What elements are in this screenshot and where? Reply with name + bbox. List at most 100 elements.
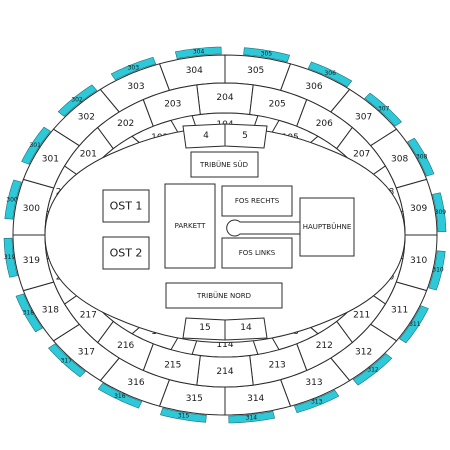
upper-ring-band-307[interactable] — [364, 92, 402, 127]
section-label-315: 315 — [186, 394, 203, 404]
section-label-312: 312 — [355, 347, 372, 357]
section-label-311: 311 — [391, 305, 408, 315]
upper-ring-band-309[interactable] — [432, 192, 447, 233]
section-label-5: 5 — [242, 131, 248, 141]
ost1-label: OST 1 — [110, 200, 143, 213]
section-label-207: 207 — [353, 150, 370, 160]
band-label-306: 306 — [324, 70, 336, 77]
section-label-304: 304 — [186, 66, 203, 76]
section-label-300: 300 — [23, 204, 40, 214]
section-label-301: 301 — [42, 155, 59, 165]
ost2-label: OST 2 — [110, 247, 143, 260]
section-label-114: 114 — [216, 340, 233, 350]
section-label-205: 205 — [269, 100, 286, 110]
section-label-213: 213 — [269, 360, 286, 370]
upper-ring-band-305[interactable] — [243, 47, 290, 63]
upper-ring-band-302[interactable] — [57, 84, 98, 117]
band-label-310: 310 — [432, 267, 444, 274]
upper-ring-band-308[interactable] — [407, 137, 435, 177]
parkett-label: PARKETT — [175, 222, 207, 230]
ost1-block[interactable] — [102, 189, 150, 223]
band-label-308: 308 — [416, 154, 428, 161]
band-label-316: 316 — [114, 393, 126, 400]
upper-ring-band-319[interactable] — [3, 237, 18, 278]
fos-rechts-block[interactable] — [221, 185, 293, 217]
band-label-302: 302 — [71, 97, 83, 104]
fos-rechts-label: FOS RECHTS — [235, 197, 280, 205]
section-label-215: 215 — [164, 360, 181, 370]
section-label-203: 203 — [164, 100, 181, 110]
section-label-211: 211 — [353, 311, 370, 321]
section-label-201: 201 — [80, 150, 97, 160]
band-label-309: 309 — [435, 209, 447, 216]
section-label-318: 318 — [42, 305, 59, 315]
upper-ring-band-301[interactable] — [21, 126, 51, 165]
band-label-305: 305 — [261, 50, 273, 57]
upper-ring-cyan-bands: 305 304 303 302 301 300 319 318 317 316 315 314 313 3… — [3, 46, 447, 424]
parkett-block[interactable] — [164, 183, 216, 269]
section-label-306: 306 — [305, 82, 322, 92]
section-label-212: 212 — [316, 341, 333, 351]
section-label-214: 214 — [216, 367, 233, 377]
arena-floor-outline — [44, 127, 406, 343]
upper-ring-band-306[interactable] — [307, 61, 353, 88]
section-label-15: 15 — [199, 323, 210, 333]
band-label-317: 317 — [61, 357, 73, 364]
hauptbuehne-block[interactable] — [299, 197, 355, 257]
fos-links-label: FOS LINKS — [239, 249, 276, 257]
upper-ring-band-304[interactable] — [174, 46, 222, 59]
runway — [226, 219, 300, 237]
band-label-318: 318 — [23, 310, 35, 317]
section-label-314: 314 — [247, 394, 264, 404]
section-label-319: 319 — [23, 256, 40, 266]
hauptbuehne-label: HAUPTBÜHNE — [303, 222, 352, 231]
fos-links-block[interactable] — [221, 237, 293, 269]
upper-ring-band-311[interactable] — [399, 305, 429, 344]
upper-ring-band-314[interactable] — [228, 411, 276, 424]
band-label-313: 313 — [311, 399, 323, 406]
upper-ring-band-318[interactable] — [15, 293, 43, 333]
band-label-314: 314 — [246, 415, 258, 422]
band-label-311: 311 — [409, 321, 421, 328]
section-label-309: 309 — [410, 204, 427, 214]
section-label-307: 307 — [355, 113, 372, 123]
band-label-301: 301 — [29, 142, 41, 149]
band-label-304: 304 — [193, 48, 205, 55]
upper-ring-band-303[interactable] — [110, 56, 157, 81]
section-label-4: 4 — [203, 131, 209, 141]
section-label-216: 216 — [117, 341, 134, 351]
section-label-302: 302 — [78, 113, 95, 123]
upper-ring-band-316[interactable] — [97, 382, 143, 409]
section-label-204: 204 — [216, 93, 233, 103]
tribune-sued-label: TRIBÜNE SÜD — [199, 160, 248, 169]
band-label-319: 319 — [4, 254, 16, 261]
section-label-308: 308 — [391, 155, 408, 165]
section-label-317: 317 — [78, 347, 95, 357]
tribune-sued-block[interactable] — [190, 151, 259, 178]
seat-section-5[interactable] — [224, 123, 268, 149]
upper-ring-band-315[interactable] — [160, 407, 207, 423]
upper-ring-band-313[interactable] — [293, 389, 340, 414]
section-label-310: 310 — [410, 256, 427, 266]
band-label-300: 300 — [6, 196, 18, 203]
section-label-202: 202 — [117, 119, 134, 129]
upper-ring-band-300[interactable] — [4, 179, 22, 220]
section-label-217: 217 — [80, 311, 97, 321]
section-label-14: 14 — [240, 323, 252, 333]
section-label-303: 303 — [127, 82, 144, 92]
upper-ring-band-310[interactable] — [428, 250, 446, 291]
band-label-312: 312 — [367, 366, 379, 373]
seat-section-14[interactable] — [224, 317, 268, 341]
band-label-303: 303 — [128, 64, 140, 71]
section-label-316: 316 — [127, 378, 144, 388]
tribune-nord-label: TRIBÜNE NORD — [196, 291, 251, 300]
ost2-block[interactable] — [102, 236, 150, 270]
section-label-206: 206 — [316, 119, 333, 129]
section-label-305: 305 — [247, 66, 264, 76]
upper-ring-band-317[interactable] — [48, 343, 86, 378]
band-label-315: 315 — [178, 413, 190, 420]
tribune-nord-block[interactable] — [165, 282, 283, 309]
upper-ring-band-312[interactable] — [352, 353, 393, 386]
